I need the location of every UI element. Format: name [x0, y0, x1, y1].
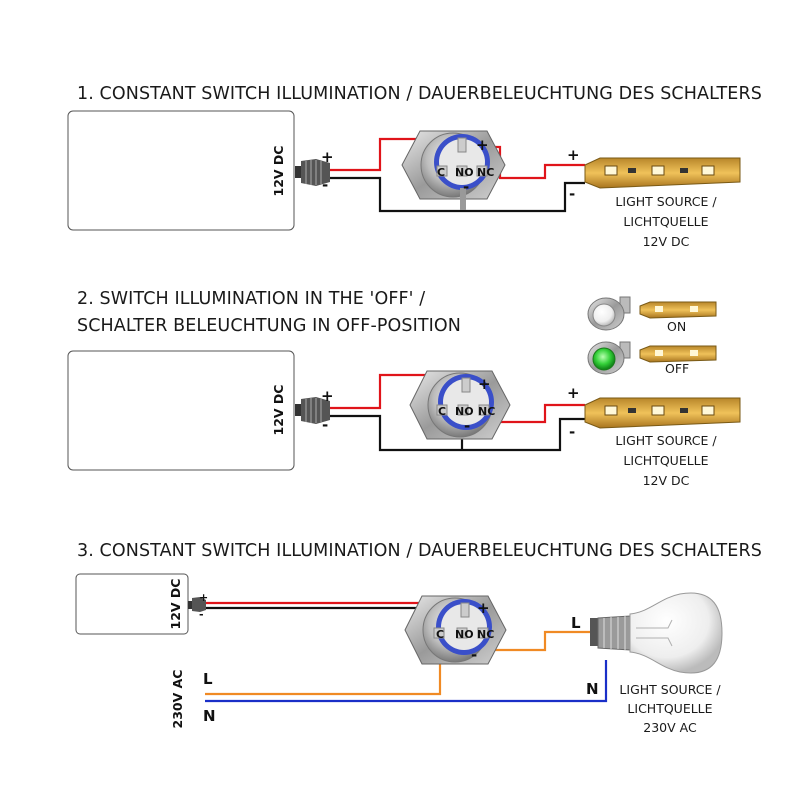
switch-pin-no-3: NO — [455, 628, 474, 641]
load-minus-label-2: - — [569, 423, 575, 441]
switch-pin-plus-1: + — [476, 136, 489, 154]
load-label-line3-1: 12V DC — [643, 234, 690, 249]
load-label-line2-3: LICHTQUELLE — [627, 701, 712, 716]
switch-pin-minus-3: - — [471, 646, 477, 664]
psu-voltage-label-1: 12V DC — [271, 146, 286, 197]
wire-black-minus-1 — [330, 176, 585, 213]
load-label-line1-2: LIGHT SOURCE / — [615, 433, 717, 448]
wire-orange-line-in — [205, 660, 442, 696]
ac-neutral-label: N — [203, 707, 216, 725]
psu-minus-label-2: - — [322, 416, 328, 434]
psu-plus-label-3: + — [199, 591, 208, 604]
push-switch-3: + C NO NC - — [404, 595, 507, 665]
bulb-line-label: L — [571, 614, 581, 632]
ac-line-label: L — [203, 670, 213, 688]
section1-title: 1. CONSTANT SWITCH ILLUMINATION / DAUERB… — [77, 84, 762, 104]
legend-switch-on-green — [587, 341, 631, 375]
switch-pin-c-2: C — [438, 405, 446, 418]
load-label-line2-1: LICHTQUELLE — [623, 214, 708, 229]
wire-black-minus-2 — [330, 414, 585, 452]
psu-minus-label-1: - — [322, 176, 328, 194]
load-minus-label-1: - — [569, 185, 575, 203]
section2-title-line1: 2. SWITCH ILLUMINATION IN THE 'OFF' / — [77, 289, 425, 309]
led-strip-1 — [584, 157, 741, 189]
switch-pin-no-2: NO — [455, 405, 474, 418]
dc-plug-3 — [188, 597, 206, 612]
push-switch-1: + C NO NC - — [401, 130, 506, 210]
led-strip-2 — [584, 397, 741, 429]
switch-pin-minus-2: - — [464, 417, 470, 435]
load-plus-label-1: + — [567, 146, 580, 164]
psu-plus-label-2: + — [321, 387, 334, 405]
dc-plug-2 — [295, 397, 330, 424]
light-bulb — [590, 592, 723, 674]
switch-pin-c-3: C — [436, 628, 444, 641]
bulb-neutral-label: N — [586, 680, 599, 698]
load-plus-label-2: + — [567, 384, 580, 402]
section3-title: 3. CONSTANT SWITCH ILLUMINATION / DAUERB… — [77, 541, 762, 561]
psu-plus-label-1: + — [321, 148, 334, 166]
switch-pin-minus-1: - — [463, 178, 469, 196]
switch-pin-c-1: C — [437, 166, 445, 179]
legend-off-label: OFF — [665, 361, 689, 376]
wire-blue-neutral — [205, 660, 608, 703]
load-label-line2-2: LICHTQUELLE — [623, 453, 708, 468]
legend-strip-on — [639, 301, 717, 319]
switch-pin-plus-3: + — [477, 599, 490, 617]
psu-voltage-label-3: 12V DC — [168, 579, 183, 630]
switch-pin-nc-2: NC — [478, 405, 495, 418]
legend-strip-off — [639, 345, 717, 363]
switch-pin-nc-1: NC — [477, 166, 494, 179]
power-supply-2 — [67, 350, 295, 471]
power-supply-1 — [67, 110, 295, 231]
legend-on-label: ON — [667, 319, 686, 334]
wire-black-minus-3 — [206, 606, 442, 625]
ac-voltage-label: 230V AC — [170, 670, 185, 729]
psu-minus-label-3: - — [199, 608, 204, 621]
switch-pin-nc-3: NC — [477, 628, 494, 641]
push-switch-2: + C NO NC - — [409, 370, 511, 440]
legend-switch-off — [587, 296, 631, 331]
dc-plug-1 — [295, 159, 330, 186]
section2-title-line2: SCHALTER BELEUCHTUNG IN OFF-POSITION — [77, 316, 461, 336]
psu-voltage-label-2: 12V DC — [271, 385, 286, 436]
load-label-line1-3: LIGHT SOURCE / — [619, 682, 721, 697]
load-label-line1-1: LIGHT SOURCE / — [615, 194, 717, 209]
switch-pin-plus-2: + — [478, 375, 491, 393]
switch-pin-no-1: NO — [455, 166, 474, 179]
load-label-line3-3: 230V AC — [643, 720, 697, 735]
load-label-line3-2: 12V DC — [643, 473, 690, 488]
